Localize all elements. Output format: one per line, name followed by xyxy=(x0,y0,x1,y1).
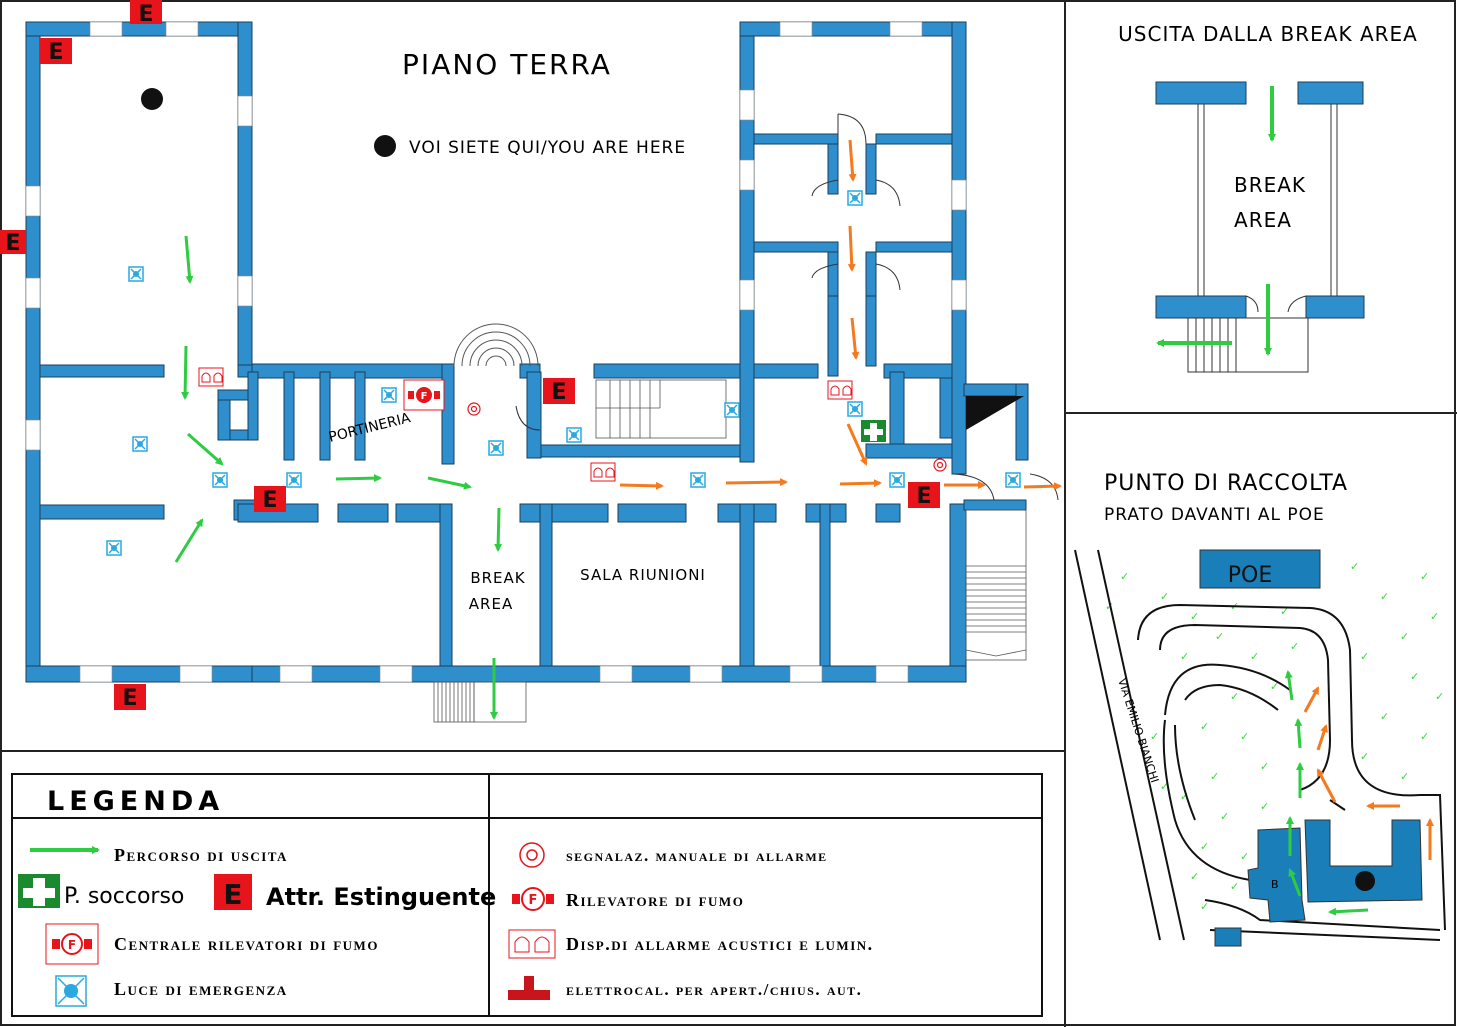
svg-text:✓: ✓ xyxy=(1360,750,1369,763)
assembly-title: PUNTO DI RACCOLTA xyxy=(1104,471,1348,496)
room-portineria: PORTINERIA xyxy=(327,410,412,446)
break-panel-lines xyxy=(1187,104,1338,373)
break-panel-title: USCITA DALLA BREAK AREA xyxy=(1118,22,1418,46)
svg-text:E: E xyxy=(122,686,137,711)
legend-extinguisher: Attr. Estinguente xyxy=(266,883,496,911)
svg-text:✓: ✓ xyxy=(1280,605,1289,618)
svg-text:✓: ✓ xyxy=(1230,690,1239,703)
break-panel-label2: AREA xyxy=(1234,208,1292,232)
svg-text:✓: ✓ xyxy=(1420,570,1429,583)
extinguisher-icon: E E E E E E E xyxy=(0,0,940,711)
svg-text:✓: ✓ xyxy=(1120,570,1129,583)
plan-title: PIANO TERRA xyxy=(402,48,612,81)
assembly-map: ✓✓✓ ✓✓✓ ✓✓✓ ✓✓✓ ✓✓✓ ✓✓✓ ✓✓✓ ✓✓✓ ✓✓✓ ✓✓✓ … xyxy=(1074,549,1446,947)
svg-text:E: E xyxy=(5,231,20,256)
svg-text:✓: ✓ xyxy=(1150,730,1159,743)
svg-text:✓: ✓ xyxy=(1260,760,1269,773)
svg-text:E: E xyxy=(138,2,153,27)
svg-text:F: F xyxy=(68,938,76,952)
building-b-label: B xyxy=(1271,878,1279,891)
legend-first-aid: P. soccorso xyxy=(64,884,184,909)
svg-text:✓: ✓ xyxy=(1400,630,1409,643)
svg-text:✓: ✓ xyxy=(1410,670,1419,683)
legend-emergency-light: Luce di emergenza xyxy=(114,979,288,999)
first-aid-icon xyxy=(861,420,886,442)
legend-you-are-here-dot xyxy=(374,135,396,157)
legend-extinguisher-icon: E xyxy=(214,874,252,911)
grass-pattern: ✓✓✓ ✓✓✓ ✓✓✓ ✓✓✓ ✓✓✓ ✓✓✓ ✓✓✓ ✓✓✓ ✓✓✓ ✓✓✓ … xyxy=(1105,560,1444,913)
room-break-area-line1: BREAK xyxy=(470,569,525,587)
legend-alarm-devices: Disp.di allarme acustici e lumin. xyxy=(566,934,874,954)
svg-text:✓: ✓ xyxy=(1190,610,1199,623)
exit-arrow-icon-orange xyxy=(619,139,1062,491)
svg-text:E: E xyxy=(48,40,63,65)
assembly-subtitle: PRATO DAVANTI AL POE xyxy=(1104,505,1325,525)
svg-text:E: E xyxy=(916,484,931,509)
svg-text:✓: ✓ xyxy=(1160,590,1169,603)
break-panel-walls xyxy=(1155,81,1365,319)
svg-text:✓: ✓ xyxy=(1220,810,1229,823)
legend-smoke-central: Centrale rilevatori di fumo xyxy=(114,934,379,954)
svg-text:✓: ✓ xyxy=(1230,880,1239,893)
legend-emergency-light-icon xyxy=(55,975,87,1007)
legend-manual-alarm: segnalaz. manuale di allarme xyxy=(566,846,828,865)
svg-text:✓: ✓ xyxy=(1435,690,1444,703)
round-staircase xyxy=(453,323,539,367)
room-break-area-line2: AREA xyxy=(469,595,513,613)
legend-electromagnet-icon xyxy=(508,976,550,1000)
legend-electromagnet: elettrocal. per apert./chius. aut. xyxy=(566,980,862,999)
legend-smoke-detector-icon: F xyxy=(512,887,554,911)
svg-text:E: E xyxy=(551,380,566,405)
svg-text:✓: ✓ xyxy=(1160,780,1169,793)
svg-text:✓: ✓ xyxy=(1180,790,1189,803)
svg-text:✓: ✓ xyxy=(1215,630,1224,643)
legend-first-aid-icon xyxy=(18,874,60,908)
poe-label: POE xyxy=(1228,563,1272,588)
svg-text:✓: ✓ xyxy=(1380,590,1389,603)
svg-text:✓: ✓ xyxy=(1380,710,1389,723)
svg-text:✓: ✓ xyxy=(1260,800,1269,813)
svg-text:✓: ✓ xyxy=(1290,640,1299,653)
exit-arrow-icon-green xyxy=(174,235,503,720)
svg-text:✓: ✓ xyxy=(1430,610,1439,623)
you-are-here-dot xyxy=(141,88,163,110)
svg-text:✓: ✓ xyxy=(1180,650,1189,663)
room-sala-riunioni: SALA RIUNIONI xyxy=(580,566,706,584)
legend-smoke-detector: Rilevatore di fumo xyxy=(566,890,744,910)
smoke-detector-central-icon: F xyxy=(403,379,445,411)
legend-alarm-device-icon xyxy=(508,929,556,959)
legend-smoke-central-icon: F xyxy=(45,923,99,965)
break-panel-label1: BREAK xyxy=(1234,173,1306,197)
svg-text:✓: ✓ xyxy=(1190,870,1199,883)
svg-text:✓: ✓ xyxy=(1210,770,1219,783)
legend-manual-alarm-icon xyxy=(519,842,545,868)
legend-exit-route: Percorso di uscita xyxy=(114,845,288,865)
svg-text:✓: ✓ xyxy=(1360,650,1369,663)
svg-text:E: E xyxy=(223,878,242,911)
svg-text:✓: ✓ xyxy=(1240,850,1249,863)
svg-text:✓: ✓ xyxy=(1250,650,1259,663)
svg-text:✓: ✓ xyxy=(1200,900,1209,913)
smoke-letter: F xyxy=(421,391,428,402)
you-are-here-label: VOI SIETE QUI/YOU ARE HERE xyxy=(409,138,686,158)
legend-title: LEGENDA xyxy=(47,786,224,817)
svg-text:✓: ✓ xyxy=(1270,680,1279,693)
svg-text:✓: ✓ xyxy=(1350,560,1359,573)
svg-text:✓: ✓ xyxy=(1200,720,1209,733)
svg-text:E: E xyxy=(262,488,277,513)
svg-text:✓: ✓ xyxy=(1200,840,1209,853)
legend-frame xyxy=(11,773,1043,1017)
svg-text:✓: ✓ xyxy=(1240,730,1249,743)
windows xyxy=(25,21,967,683)
svg-text:F: F xyxy=(529,893,538,908)
svg-text:✓: ✓ xyxy=(1400,770,1409,783)
annex-dark-corner xyxy=(966,396,1024,430)
break-panel-exit-arrows xyxy=(1156,86,1276,356)
svg-text:✓: ✓ xyxy=(1420,730,1429,743)
doors xyxy=(515,113,1059,501)
